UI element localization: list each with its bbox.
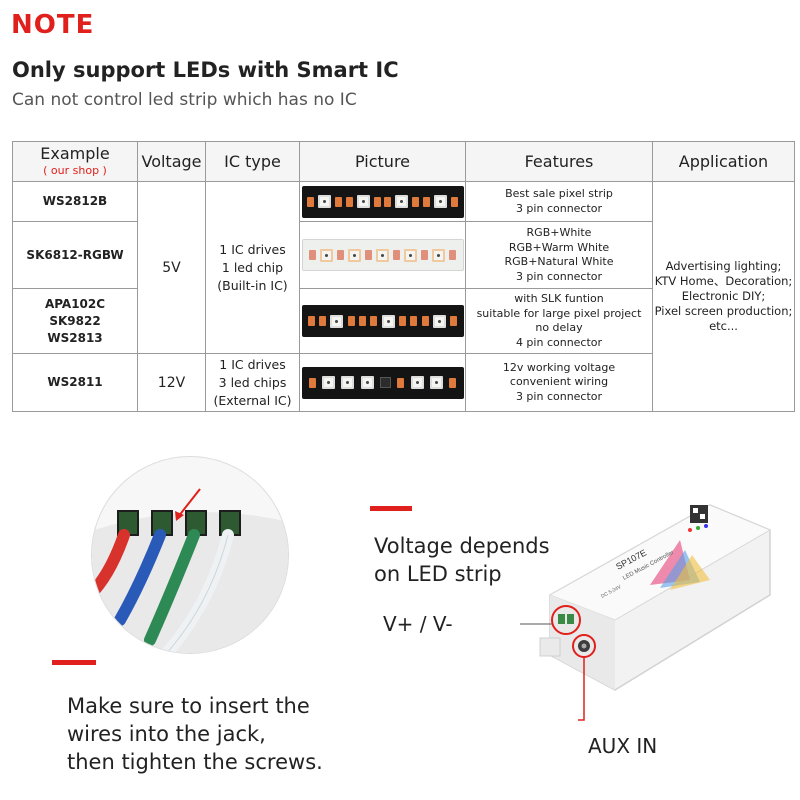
aux-in-label: AUX IN [588,734,658,758]
note-title: NOTE [11,10,95,40]
feature-line: Best sale pixel strip [505,187,613,200]
features-cell: 12v working voltage convenient wiring 3 … [465,353,653,412]
application-line: Advertising lighting; [665,259,782,273]
wiring-caption-line: wires into the jack, [67,722,266,746]
wiring-caption-line: Make sure to insert the [67,694,310,718]
header-example-label: Example [40,143,110,163]
voltage-cell: 12V [137,353,206,412]
application-cell: Advertising lighting; KTV Home、Decoratio… [652,181,795,412]
aux-pointer-line [578,657,585,721]
ic-line: (External IC) [213,392,292,408]
table-row: APA102C SK9822 WS2813 with SLK funtion s… [12,288,795,354]
feature-line: with SLK funtion [514,292,604,305]
headline: Only support LEDs with Smart IC [12,58,399,82]
led-strip-image-ws2812b [301,185,464,218]
header-picture: Picture [299,141,466,182]
feature-line: 3 pin connector [515,201,603,215]
voltage-caption-line: Voltage depends [374,534,550,558]
wiring-caption: Make sure to insert the wires into the j… [67,692,323,776]
header-features: Features [465,141,653,182]
controller-illustration: SP107E LED Music Controller DC 5-24V [520,504,772,721]
model-cell: WS2812B [12,181,138,222]
power-input-highlight [551,605,581,635]
compatibility-table: Example ( our shop ) Voltage IC type Pic… [12,141,795,412]
features-cell: with SLK funtion suitable for large pixe… [465,288,653,354]
model-line: SK9822 [49,313,101,328]
red-marker-right [370,506,412,511]
ic-line: (Built-in IC) [217,277,288,293]
feature-line: convenient wiring [509,375,609,389]
feature-line: RGB+White [526,226,592,239]
picture-cell [299,288,466,354]
voltage-cell: 5V [137,181,206,354]
feature-line: 3 pin connector [515,389,603,403]
application-line: etc... [709,319,738,333]
application-line: Electronic DIY; [681,289,766,303]
wire-green [144,529,200,646]
header-example: Example ( our shop ) [12,141,138,182]
feature-line: suitable for large pixel project [476,306,642,320]
subline: Can not control led strip which has no I… [12,90,357,110]
table-row: SK6812-RGBW RGB+White RGB+Warm White RGB… [12,221,795,289]
ic-line: 3 led chips [218,374,287,390]
table-row: WS2812B 5V 1 IC drives 1 led chip (Built… [12,181,795,412]
model-cell: APA102C SK9822 WS2813 [12,288,138,354]
pointer-arrow [177,488,201,518]
led-strip-image-apa102c [301,305,464,337]
picture-cell [299,221,466,289]
feature-line: no delay [535,321,583,334]
model-cell: WS2811 [12,353,138,412]
wiring-caption-line: then tighten the screws. [67,750,323,774]
picture-cell [299,353,466,412]
header-voltage: Voltage [137,141,206,182]
application-line: Pixel screen production; [654,304,793,318]
model-cell: SK6812-RGBW [12,221,138,289]
feature-line: 3 pin connector [515,269,603,283]
header-example-shop: ( our shop ) [43,163,107,177]
model-line: APA102C [44,296,106,311]
voltage-caption-line: on LED strip [374,562,502,586]
power-terminal-icon [558,614,565,624]
ic-type-cell: 1 IC drives 1 led chip (Built-in IC) [205,181,300,354]
features-cell: RGB+White RGB+Warm White RGB+Natural Whi… [465,221,653,289]
ic-line: 1 led chip [221,259,284,275]
table-header-row: Example ( our shop ) Voltage IC type Pic… [12,141,795,182]
red-marker-left [52,660,96,665]
features-cell: Best sale pixel strip 3 pin connector [465,181,653,222]
led-strip-image-ws2811 [301,366,464,399]
ic-line: 1 IC drives [219,356,286,372]
model-line: WS2813 [47,330,103,345]
terminal-closeup-illustration [91,456,289,654]
picture-cell [299,181,466,222]
qr-code-icon [690,505,708,523]
ic-line: 1 IC drives [219,241,286,257]
feature-line: 4 pin connector [515,335,603,349]
led-strip-image-sk6812 [301,239,464,271]
table-row: WS2811 12V 1 IC drives 3 led chips (Exte… [12,353,795,412]
feature-line: RGB+Natural White [504,255,614,268]
application-line: KTV Home、Decoration; [654,274,793,288]
header-application: Application [652,141,795,182]
v-label: V+ / V- [383,612,453,636]
voltage-caption: Voltage depends on LED strip [374,532,550,588]
feature-line: 12v working voltage [502,360,616,374]
wire-blue [114,529,166,626]
header-ic-type: IC type [205,141,300,182]
feature-line: RGB+Warm White [508,240,610,254]
ic-type-cell: 1 IC drives 3 led chips (External IC) [205,353,300,412]
